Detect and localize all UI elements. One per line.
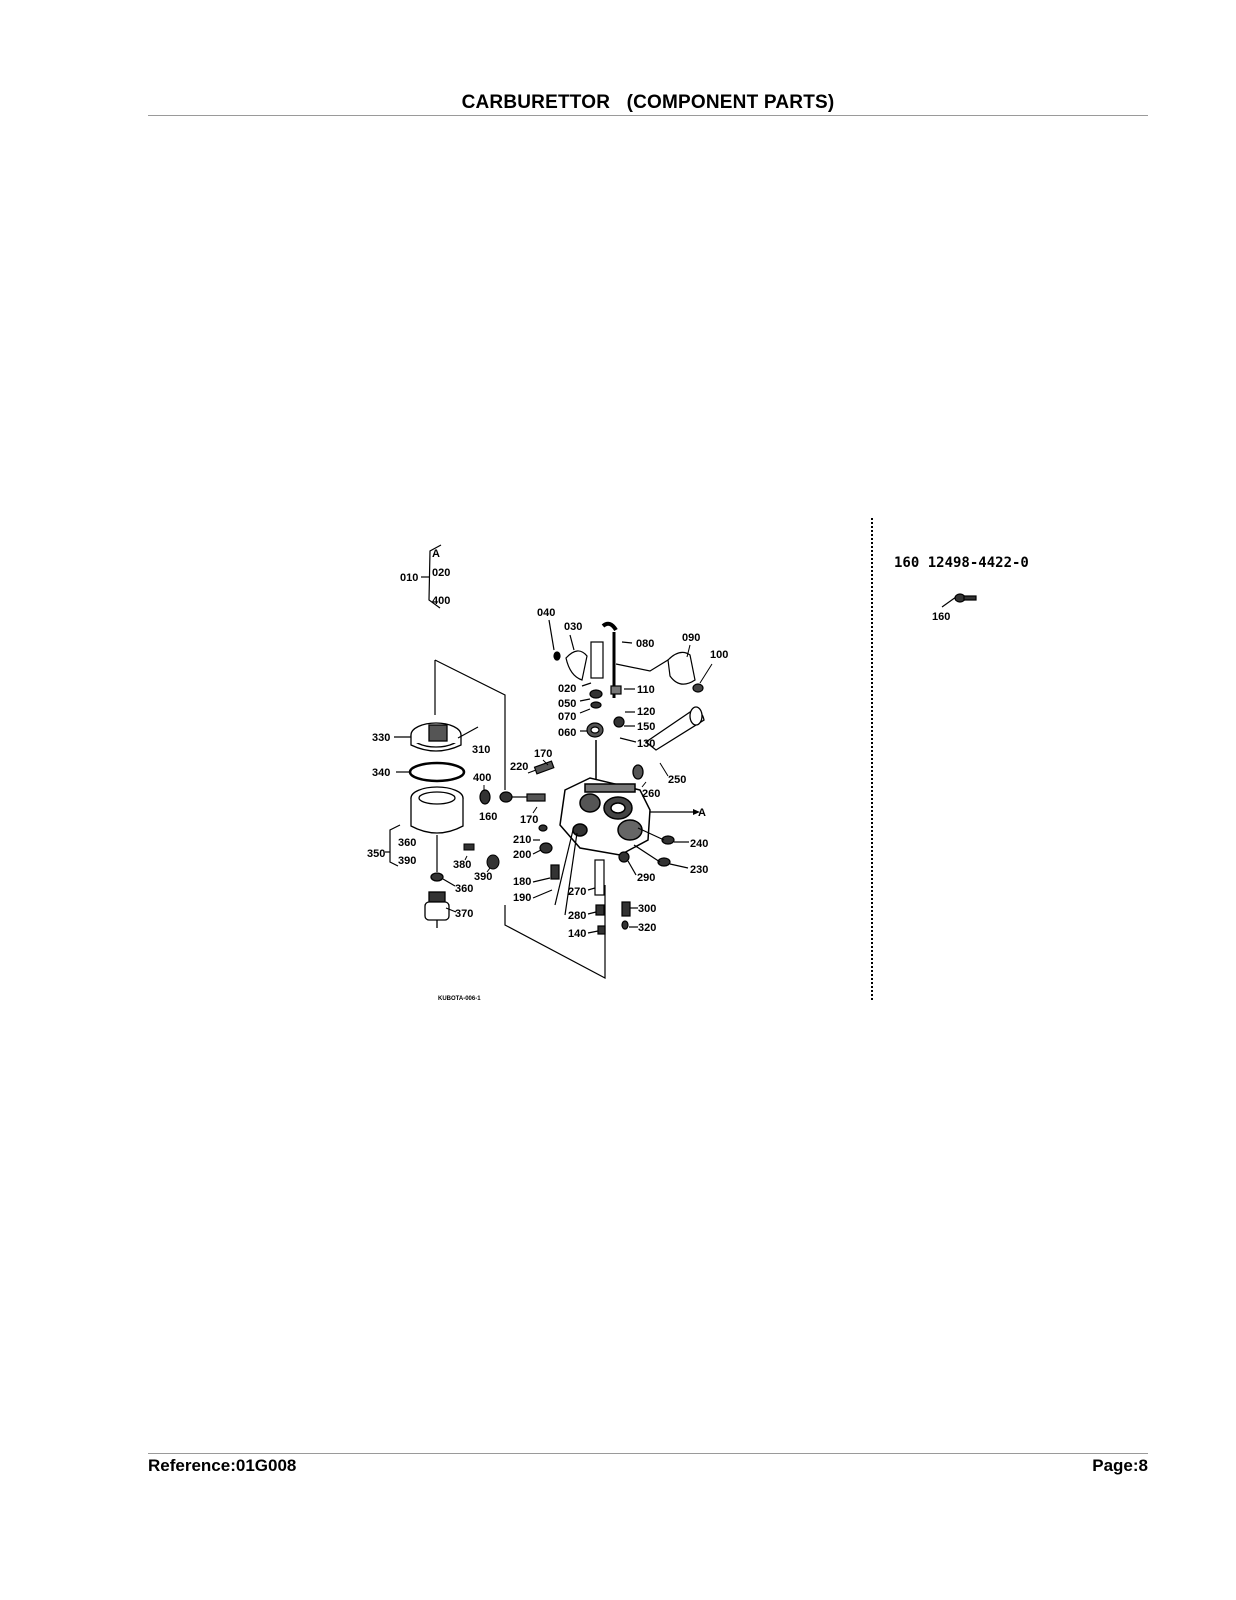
callout-330: 330 (372, 732, 390, 744)
drawing-code: KUBOTA-006-1 (438, 996, 481, 1002)
callout-040: 040 (537, 607, 555, 619)
callout-100: 100 (710, 649, 728, 661)
alternate-part-icon (941, 593, 977, 608)
page-number: Page:8 (1092, 1456, 1148, 1475)
callout-390: 390 (474, 871, 492, 883)
callout-310: 310 (472, 744, 490, 756)
callout-290: 290 (637, 872, 655, 884)
sub-bracket-350 (385, 824, 401, 867)
callout-120: 120 (637, 706, 655, 718)
callout-110: 110 (637, 684, 655, 696)
callout-180: 180 (513, 876, 531, 888)
bracket-item-020: 020 (432, 567, 450, 579)
callout-230: 230 (690, 864, 708, 876)
sub-bracket-item-390: 390 (398, 855, 416, 867)
reference-label: Reference:01G008 (148, 1456, 297, 1475)
callout-030: 030 (564, 621, 582, 633)
callout-280: 280 (568, 910, 586, 922)
callout-400: 400 (473, 772, 491, 784)
callout-150: 150 (637, 721, 655, 733)
intake-tube (632, 706, 705, 780)
callout-320: 320 (638, 922, 656, 934)
callout-140: 140 (568, 928, 586, 940)
callout-260: 260 (642, 788, 660, 800)
callout-050: 050 (558, 698, 576, 710)
callout-300: 300 (638, 903, 656, 915)
page-title: CARBURETTOR (COMPONENT PARTS) (461, 92, 835, 113)
callout-A: A (698, 807, 706, 819)
callout-240: 240 (690, 838, 708, 850)
sub-bracket-item-360: 360 (398, 837, 416, 849)
callout-360: 360 (455, 883, 473, 895)
jet-parts (463, 843, 500, 870)
callout-190: 190 (513, 892, 531, 904)
callout-090: 090 (682, 632, 700, 644)
callout-270: 270 (568, 886, 586, 898)
callout-020: 020 (558, 683, 576, 695)
drain-part (424, 872, 450, 928)
callout-220: 220 (510, 761, 528, 773)
alternate-callout-160: 160 (932, 611, 950, 623)
bracket-item-A: A (432, 548, 440, 560)
callout-130: 130 (637, 738, 655, 750)
callout-380: 380 (453, 859, 471, 871)
callout-340: 340 (372, 767, 390, 779)
callout-170-side: 170 (520, 814, 538, 826)
throttle-parts (548, 619, 625, 780)
alternate-part-label: 160 12498-4422-0 (894, 555, 1029, 571)
callout-370: 370 (455, 908, 473, 920)
callout-080: 080 (636, 638, 654, 650)
callout-010: 010 (400, 572, 418, 584)
callout-170-top: 170 (534, 748, 552, 760)
idle-screw-part (479, 789, 546, 805)
callout-200: 200 (513, 849, 531, 861)
float-bowl-part (408, 722, 466, 834)
callout-060: 060 (558, 727, 576, 739)
header-rule (148, 115, 1148, 116)
bracket-item-400: 400 (432, 595, 450, 607)
set-bracket-010 (421, 544, 442, 609)
callout-250: 250 (668, 774, 686, 786)
callout-210: 210 (513, 834, 531, 846)
footer-rule (148, 1453, 1148, 1454)
callout-350: 350 (367, 848, 385, 860)
carburettor-body (559, 777, 651, 856)
callout-160: 160 (479, 811, 497, 823)
callout-070: 070 (558, 711, 576, 723)
